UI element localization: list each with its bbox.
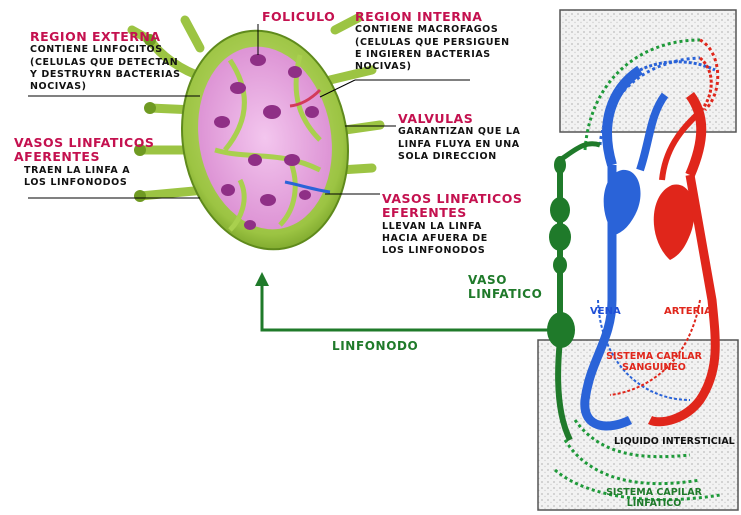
label-sistema-capilar-sanguineo: SISTEMA CAPILAR SANGUINEO (598, 352, 710, 374)
region-interna-title: REGION INTERNA (355, 10, 510, 24)
label-arteria: ARTERIA (664, 306, 712, 318)
label-liquido-intersticial: LIQUIDO INTERSTICIAL (614, 437, 735, 448)
label-sistema-capilar-linfatico: SISTEMA CAPILAR LINFATICO (598, 488, 710, 510)
label-foliculo: FOLICULO (262, 10, 335, 24)
vasos-eferentes-title: VASOS LINFATICOS EFERENTES (382, 192, 522, 221)
label-region-interna: REGION INTERNA CONTIENE MACROFAGOS (CELU… (355, 10, 510, 74)
circulation-diagram (538, 10, 738, 510)
label-vasos-eferentes: VASOS LINFATICOS EFERENTES LLEVAN LA LIN… (382, 192, 522, 258)
region-interna-desc: CONTIENE MACROFAGOS (CELULAS QUE PERSIGU… (355, 24, 510, 73)
vasos-eferentes-desc: LLEVAN LA LINFA HACIA AFUERA DE LOS LINF… (382, 221, 522, 258)
label-region-externa: REGION EXTERNA CONTIENE LINFOCITOS (CELU… (30, 30, 181, 94)
label-linfonodo: LINFONODO (332, 340, 418, 354)
label-vasos-aferentes: VASOS LINFATICOS AFERENTES TRAEN LA LINF… (14, 136, 154, 189)
region-externa-title: REGION EXTERNA (30, 30, 181, 44)
label-valvulas: VALVULAS GARANTIZAN QUE LA LINFA FLUYA E… (398, 112, 520, 163)
valvulas-title: VALVULAS (398, 112, 520, 126)
valvulas-desc: GARANTIZAN QUE LA LINFA FLUYA EN UNA SOL… (398, 126, 520, 163)
vasos-aferentes-desc: TRAEN LA LINFA A LOS LINFONODOS (24, 165, 154, 190)
label-vena: VENA (590, 306, 621, 318)
vasos-aferentes-title: VASOS LINFATICOS AFERENTES (14, 136, 154, 165)
label-vaso-linfatico: VASO LINFATICO (468, 274, 542, 302)
region-externa-desc: CONTIENE LINFOCITOS (CELULAS QUE DETECTA… (30, 44, 181, 93)
